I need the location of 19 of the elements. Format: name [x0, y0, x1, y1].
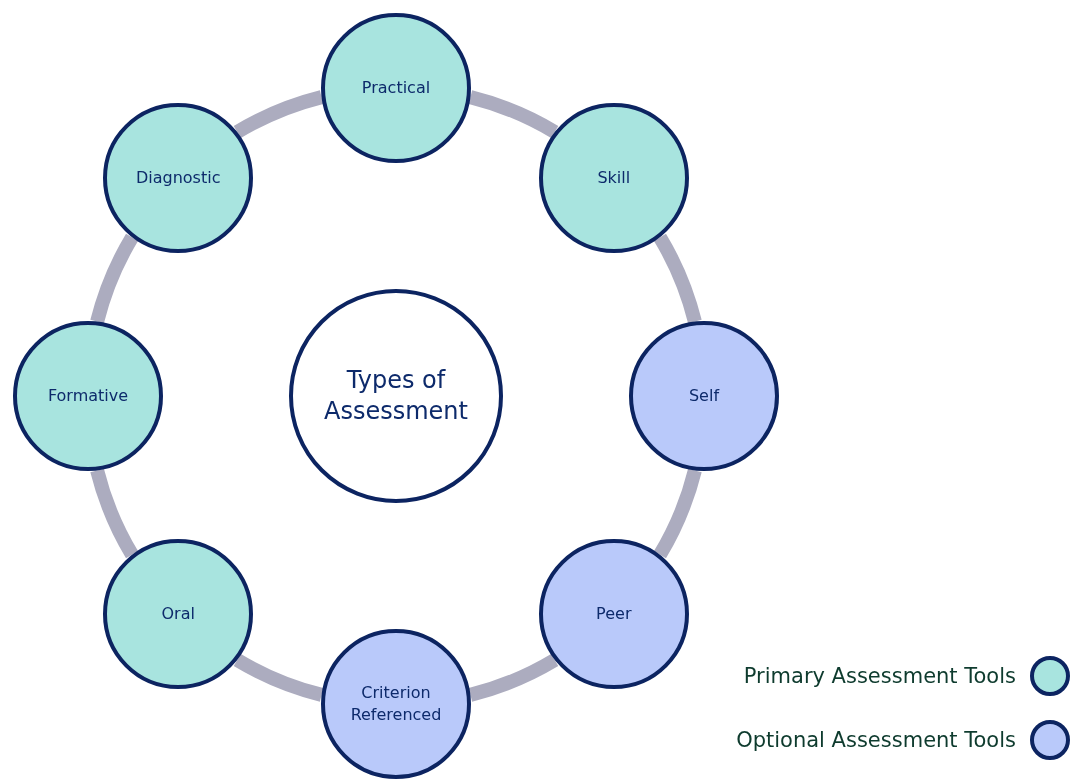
ring-connector — [468, 653, 559, 702]
node-label: Oral — [161, 602, 195, 625]
ring-connector — [90, 468, 139, 559]
node-label: Diagnostic — [135, 167, 221, 189]
node-label: Practical — [361, 76, 431, 99]
ring-connector — [653, 468, 702, 559]
legend-label: Optional Assessment Tools — [736, 728, 1016, 752]
node-label: Criterion Referenced — [349, 681, 443, 726]
ring-connector — [90, 233, 139, 324]
node-label: Formative — [47, 384, 129, 407]
legend-label: Primary Assessment Tools — [743, 664, 1016, 688]
node-label: Self — [688, 384, 720, 407]
node-label: Peer — [596, 602, 632, 625]
ring-connector — [233, 653, 324, 702]
ring-connector — [233, 90, 324, 139]
node-label: Types of Assessment — [323, 364, 469, 427]
ring-connector — [468, 90, 559, 139]
node-label: Skill — [597, 167, 631, 189]
ring-connector — [653, 233, 702, 324]
